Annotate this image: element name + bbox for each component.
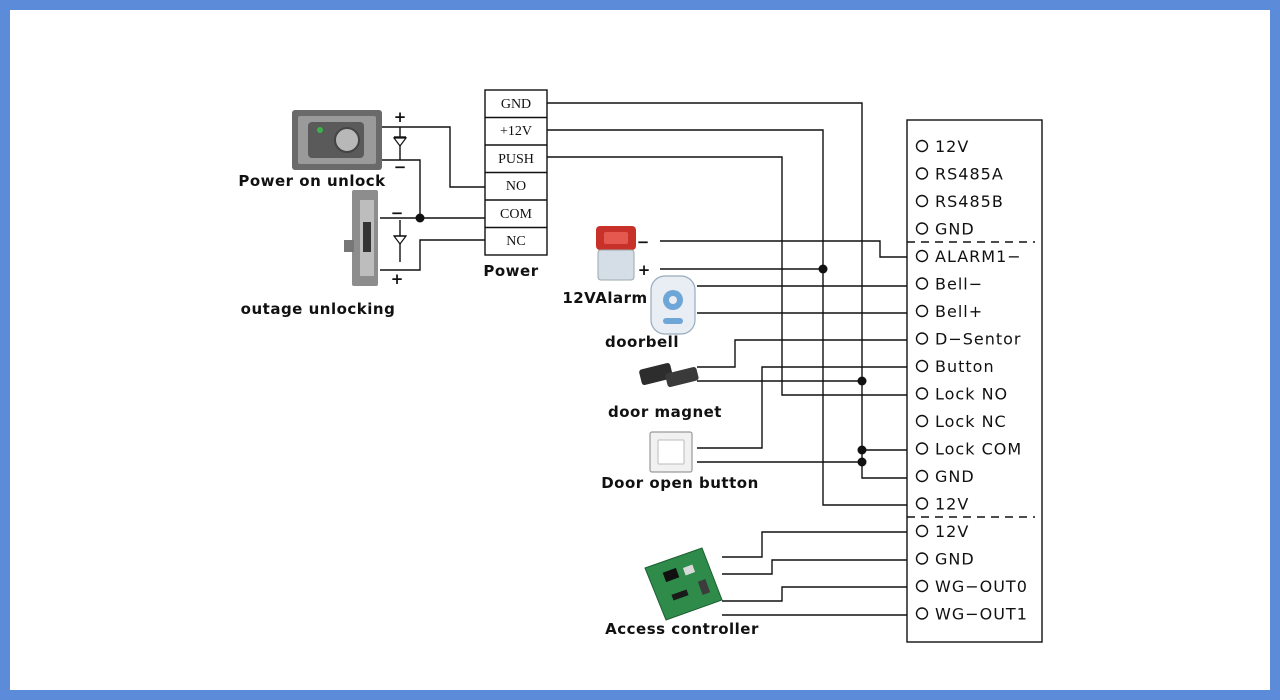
terminal-pin-icon	[915, 414, 929, 428]
power-on-unlock-label: Power on unlock	[238, 172, 386, 190]
controller-terminal-label: RS485B	[935, 192, 1004, 211]
controller-terminal-label: Lock NC	[935, 412, 1007, 431]
door-open-button-label: Door open button	[601, 474, 759, 492]
door-magnet-label: door magnet	[608, 403, 722, 421]
wires	[380, 102, 907, 616]
diode-lower	[392, 220, 408, 262]
electric-strike-image	[344, 190, 378, 286]
terminal-pin-icon	[915, 387, 929, 400]
terminal-pin-icon	[915, 332, 929, 345]
access-controller-label: Access controller	[605, 620, 759, 638]
power-terminal-12v: +12V	[500, 124, 532, 139]
terminal-pin-icon	[915, 579, 929, 593]
electric-lock-image	[292, 110, 382, 170]
controller-terminal-block: 12V RS485A RS485B GND ALARM1− Bell− Bell+ D−Sen…	[906, 119, 1043, 643]
terminal-pin-icon	[915, 277, 929, 290]
power-terminal-nc: NC	[506, 234, 525, 249]
terminal-pin-icon	[915, 222, 929, 235]
terminal-pin-icon	[915, 359, 929, 373]
terminal-pin-icon	[915, 607, 929, 620]
terminal-pin-icon	[915, 304, 929, 318]
terminal-pin-icon	[915, 249, 929, 263]
controller-terminal-label: Bell−	[935, 275, 983, 294]
power-terminal-push: PUSH	[498, 152, 534, 167]
controller-terminal-label: 12V	[935, 522, 969, 541]
terminal-pin-icon	[915, 194, 929, 208]
minus-sign: −	[391, 204, 404, 222]
controller-terminal-label: WG−OUT0	[935, 577, 1028, 596]
controller-terminal-label: 12V	[935, 495, 969, 514]
terminal-pin-icon	[915, 469, 929, 483]
controller-terminal-label: Bell+	[935, 302, 983, 321]
access-controller-image	[644, 547, 723, 621]
terminal-pin-icon	[915, 552, 929, 565]
plus-sign: +	[391, 270, 404, 288]
controller-terminal-label: GND	[935, 220, 975, 239]
minus-sign: −	[394, 158, 407, 176]
power-block-title: Power	[483, 262, 538, 280]
outage-unlocking-label: outage unlocking	[241, 300, 396, 318]
power-terminal-block: GND +12V PUSH NO COM NC Power	[483, 89, 548, 280]
door-magnet-image	[639, 363, 699, 388]
minus-sign: −	[637, 233, 650, 251]
controller-terminal-label: ALARM1−	[935, 247, 1022, 266]
controller-terminal-label: GND	[935, 467, 975, 486]
plus-sign: +	[638, 261, 651, 279]
terminal-pin-icon	[915, 139, 929, 153]
alarm-siren-image	[596, 226, 636, 281]
controller-terminal-label: 12V	[935, 137, 969, 156]
power-terminal-com: COM	[500, 207, 532, 222]
terminal-pin-icon	[915, 497, 929, 510]
terminal-pin-icon	[915, 167, 929, 180]
controller-terminal-label: Lock COM	[935, 440, 1022, 459]
diode-upper	[392, 127, 408, 160]
controller-terminal-label: D−Sentor	[935, 330, 1022, 349]
doorbell-image	[650, 275, 696, 335]
plus-sign: +	[394, 108, 407, 126]
door-open-button-image	[649, 431, 693, 473]
alarm-label: 12VAlarm	[562, 289, 647, 307]
controller-terminal-label: WG−OUT1	[935, 605, 1028, 624]
doorbell-label: doorbell	[605, 333, 679, 351]
wiring-diagram-canvas: GND +12V PUSH NO COM NC Power 12V RS485A R…	[10, 10, 1270, 690]
terminal-pin-icon	[915, 524, 929, 538]
controller-terminal-label: GND	[935, 550, 975, 569]
power-terminal-gnd: GND	[501, 97, 531, 112]
controller-terminal-label: RS485A	[935, 165, 1004, 184]
terminal-pin-icon	[915, 442, 929, 455]
controller-terminal-label: Lock NO	[935, 385, 1008, 404]
power-terminal-no: NO	[506, 179, 526, 194]
junction-dots	[415, 213, 867, 467]
wiring-diagram: GND +12V PUSH NO COM NC Power 12V RS485A R…	[238, 89, 1043, 643]
controller-terminal-label: Button	[935, 357, 995, 376]
